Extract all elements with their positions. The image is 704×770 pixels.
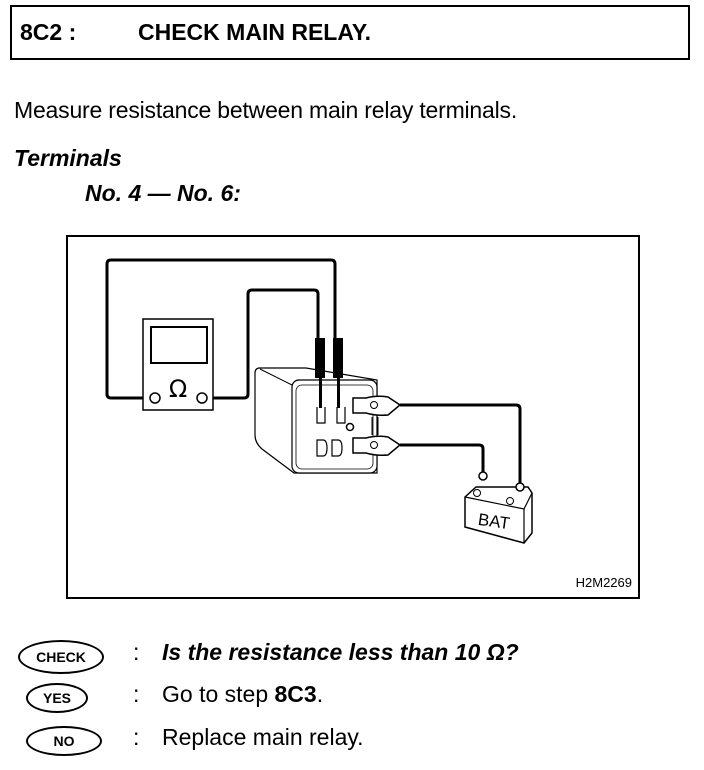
step-number: 8C2 : xyxy=(20,19,77,45)
inner-test-lead xyxy=(202,288,320,400)
yes-badge: YES xyxy=(26,683,88,713)
outer-test-lead xyxy=(105,258,337,400)
separator: : xyxy=(133,681,140,707)
main-relay-icon xyxy=(254,338,402,474)
probe-terminal-4 xyxy=(315,338,325,378)
ohm-symbol: Ω xyxy=(169,375,187,403)
terminals-heading: Terminals xyxy=(14,145,122,171)
no-action: Replace main relay. xyxy=(162,724,364,750)
yes-action: Go to step 8C3. xyxy=(162,681,323,708)
separator: : xyxy=(133,639,140,665)
check-question: Is the resistance less than 10 Ω? xyxy=(162,639,519,665)
battery-wire-positive xyxy=(400,403,522,487)
step-header-box: 8C2 : CHECK MAIN RELAY. xyxy=(10,5,690,60)
probe-terminal-6 xyxy=(333,338,343,378)
battery-label: BAT xyxy=(477,510,511,533)
terminals-pair: No. 4 — No. 6: xyxy=(85,180,241,206)
check-row: CHECK : Is the resistance less than 10 Ω… xyxy=(0,637,704,674)
yes-row: YES : Go to step 8C3. xyxy=(0,679,704,715)
separator: : xyxy=(133,724,140,750)
step-title: CHECK MAIN RELAY. xyxy=(138,19,372,45)
next-step-ref: 8C3 xyxy=(274,681,317,707)
figure-id: H2M2269 xyxy=(576,575,632,590)
check-badge: CHECK xyxy=(18,640,104,674)
instruction-text: Measure resistance between main relay te… xyxy=(14,97,518,123)
relay-test-diagram: Ω BAT H2M2269 xyxy=(66,235,640,599)
yes-action-suffix: . xyxy=(316,681,324,707)
battery-icon: BAT xyxy=(464,471,533,544)
battery-wire-negative xyxy=(400,443,485,475)
yes-action-prefix: Go to step xyxy=(162,681,275,707)
ohmmeter-icon: Ω xyxy=(142,318,214,411)
no-row: NO : Replace main relay. xyxy=(0,722,704,758)
no-badge: NO xyxy=(26,726,102,756)
